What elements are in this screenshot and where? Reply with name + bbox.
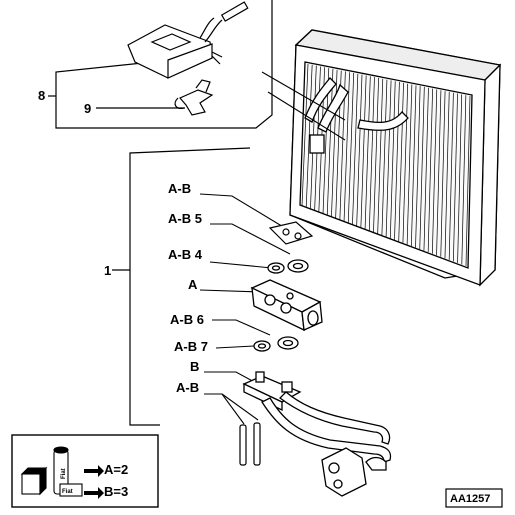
expansion-valve	[250, 279, 323, 332]
callout-b: B	[190, 359, 199, 374]
callout-ab-5: A-B 5	[168, 211, 202, 226]
callout-ab-7: A-B 7	[174, 339, 208, 354]
evaporator-fin	[326, 68, 334, 216]
evaporator-fin	[410, 85, 417, 247]
rods	[239, 422, 261, 466]
evaporator-fins	[301, 63, 471, 267]
callout-ab-6: A-B 6	[170, 312, 204, 327]
can-brand-text: Fiat	[61, 468, 67, 479]
evaporator-fin	[432, 89, 438, 254]
lubricant-can-icon	[20, 446, 83, 497]
evaporator-fin	[301, 63, 309, 207]
evaporator-fin	[436, 90, 442, 256]
bracket-plate	[268, 221, 314, 245]
evaporator-fin	[352, 73, 359, 225]
evaporator-fin	[453, 93, 458, 262]
evaporator-fin	[364, 76, 371, 230]
evaporator-fin	[360, 75, 367, 228]
evaporator-fin	[419, 86, 425, 250]
evaporator-fin	[377, 78, 384, 234]
pipe-assembly	[242, 371, 392, 497]
legend-b-quantity: B=3	[104, 484, 128, 499]
evaporator-fin	[427, 88, 433, 253]
evaporator-fin	[440, 91, 446, 257]
reference-code-box: AA1257	[445, 488, 503, 508]
callout-a: A	[188, 277, 198, 292]
evaporator-fin	[406, 84, 413, 245]
evaporator-fin	[373, 77, 379, 233]
arrow-icon-a	[84, 465, 104, 477]
arrow-icon-b	[84, 487, 104, 499]
o-rings-lower	[253, 336, 299, 352]
pack-brand-text: Fiat	[62, 489, 73, 495]
evaporator-fin	[394, 82, 400, 240]
evaporator-fin	[423, 87, 429, 251]
callout-8: 8	[38, 88, 45, 103]
evaporator-fin	[305, 64, 313, 208]
evaporator-fin	[385, 80, 392, 237]
callout-ab-bottom: A-B	[176, 380, 199, 395]
bracket-lines	[55, 0, 273, 426]
evaporator-fin	[381, 79, 388, 236]
evaporator-pipes	[304, 77, 409, 154]
evaporator-fin	[448, 92, 454, 260]
reference-code: AA1257	[450, 493, 490, 505]
callout-9: 9	[84, 101, 91, 116]
evaporator-fin	[398, 82, 404, 242]
leader-line-evaporator	[261, 71, 346, 141]
evaporator-fin	[444, 91, 450, 259]
evaporator-fin	[368, 77, 375, 231]
evaporator-fin	[465, 95, 471, 267]
evaporator-fin	[347, 73, 355, 223]
evaporator-fin	[402, 83, 409, 243]
evaporator-fin	[389, 81, 396, 239]
callout-ab-4: A-B 4	[168, 247, 203, 262]
callout-1: 1	[104, 263, 111, 278]
callout-ab-top: A-B	[168, 181, 191, 196]
evaporator-fin	[461, 95, 467, 265]
legend-a-quantity: A=2	[104, 462, 128, 477]
o-rings-upper	[267, 259, 309, 274]
sensor-relay	[127, 1, 249, 79]
evaporator-fin	[356, 74, 363, 227]
evaporator-fin	[457, 94, 463, 263]
evaporator-fin	[415, 86, 421, 248]
quantity-legend-box: Fiat Fiat A=2 B=3	[11, 434, 159, 508]
evaporator-fin	[343, 72, 350, 222]
clip	[174, 79, 214, 116]
